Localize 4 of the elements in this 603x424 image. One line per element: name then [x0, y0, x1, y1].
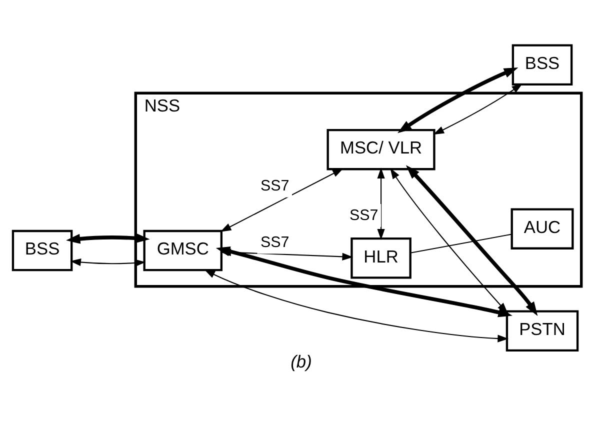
- edge-label: SS7: [260, 178, 290, 195]
- edge-label: SS7: [260, 234, 290, 251]
- edge-label: SS7: [350, 206, 378, 224]
- caption: (b): [290, 352, 312, 372]
